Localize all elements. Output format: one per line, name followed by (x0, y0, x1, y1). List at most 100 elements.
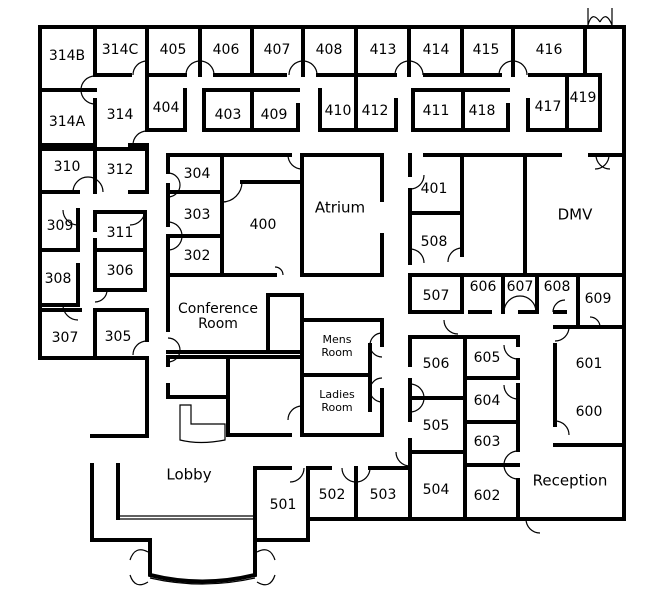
doors (62, 8, 613, 586)
room-dmv[interactable]: DMV (558, 206, 593, 224)
room-504[interactable]: 504 (423, 482, 450, 498)
walls (38, 25, 626, 542)
room-404[interactable]: 404 (153, 100, 180, 116)
room-306[interactable]: 306 (107, 263, 134, 279)
room-604[interactable]: 604 (474, 393, 501, 409)
reception-desk (179, 404, 226, 444)
room-ladies-line1[interactable]: Ladies (319, 388, 355, 401)
room-609[interactable]: 609 (585, 291, 612, 307)
door-swing (167, 337, 181, 363)
door-swing (503, 450, 519, 480)
room-417[interactable]: 417 (535, 99, 562, 115)
entrance-door-icon (129, 549, 276, 586)
room-lobby[interactable]: Lobby (166, 466, 211, 484)
room-601[interactable]: 601 (576, 356, 603, 372)
room-419[interactable]: 419 (570, 90, 597, 106)
door-swing (552, 299, 566, 313)
exterior-door-icon (587, 8, 613, 26)
room-506[interactable]: 506 (423, 356, 450, 372)
room-atrium[interactable]: Atrium (315, 199, 365, 217)
room-410[interactable]: 410 (325, 103, 352, 119)
room-314B[interactable]: 314B (49, 48, 85, 64)
door-swing (72, 176, 104, 193)
door-swing (554, 326, 570, 342)
door-swing (287, 154, 303, 170)
door-swing (498, 60, 528, 76)
door-swing (525, 518, 541, 534)
door-swing (274, 266, 284, 276)
room-600[interactable]: 600 (576, 404, 603, 420)
room-605[interactable]: 605 (474, 350, 501, 366)
room-labels: 314B 314C 405 406 407 408 413 414 415 41… (45, 42, 612, 513)
door-swing (443, 319, 459, 335)
room-412[interactable]: 412 (362, 103, 389, 119)
door-swing (503, 384, 519, 400)
room-507[interactable]: 507 (423, 288, 450, 304)
door-swing (80, 75, 96, 105)
door-swing (554, 420, 570, 436)
room-305[interactable]: 305 (105, 329, 132, 345)
room-411[interactable]: 411 (423, 103, 450, 119)
room-conference-line1[interactable]: Conference (178, 301, 258, 317)
door-swing (94, 289, 108, 303)
room-608[interactable]: 608 (544, 279, 571, 295)
room-407[interactable]: 407 (264, 42, 291, 58)
room-309[interactable]: 309 (47, 218, 74, 234)
door-swing (409, 383, 425, 413)
door-swing (503, 295, 537, 313)
room-304[interactable]: 304 (184, 166, 211, 182)
entrance-vestibule (148, 538, 257, 584)
room-302[interactable]: 302 (184, 248, 211, 264)
room-414[interactable]: 414 (423, 42, 450, 58)
door-swing (394, 60, 424, 76)
room-508[interactable]: 508 (421, 234, 448, 250)
door-swing (132, 60, 148, 76)
room-403[interactable]: 403 (215, 107, 242, 123)
room-606[interactable]: 606 (470, 279, 497, 295)
room-314A[interactable]: 314A (49, 114, 86, 130)
room-406[interactable]: 406 (213, 42, 240, 58)
room-reception[interactable]: Reception (533, 472, 608, 490)
room-308[interactable]: 308 (45, 271, 72, 287)
lobby-window (118, 515, 255, 520)
room-311[interactable]: 311 (107, 225, 134, 241)
door-swing (62, 209, 79, 226)
room-400[interactable]: 400 (250, 217, 277, 233)
room-401[interactable]: 401 (421, 181, 448, 197)
room-603[interactable]: 603 (474, 434, 501, 450)
room-314C[interactable]: 314C (102, 42, 139, 58)
room-416[interactable]: 416 (536, 42, 563, 58)
door-swing (185, 60, 215, 76)
door-swing (167, 221, 183, 251)
room-312[interactable]: 312 (107, 162, 134, 178)
room-ladies-line2[interactable]: Room (321, 401, 352, 414)
room-conference-line2[interactable]: Room (198, 316, 238, 332)
door-swing (594, 154, 610, 170)
room-310[interactable]: 310 (54, 159, 81, 175)
door-swing (287, 405, 303, 421)
door-swing (589, 316, 601, 328)
room-mens-line2[interactable]: Room (321, 346, 352, 359)
room-mens-line1[interactable]: Mens (323, 333, 352, 346)
room-409[interactable]: 409 (261, 107, 288, 123)
room-408[interactable]: 408 (316, 42, 343, 58)
room-418[interactable]: 418 (469, 103, 496, 119)
room-314[interactable]: 314 (107, 107, 134, 123)
room-607[interactable]: 607 (507, 279, 534, 295)
room-415[interactable]: 415 (473, 42, 500, 58)
room-502[interactable]: 502 (319, 487, 346, 503)
door-swing (221, 181, 243, 203)
door-swing (369, 332, 383, 358)
room-503[interactable]: 503 (370, 487, 397, 503)
room-505[interactable]: 505 (423, 418, 450, 434)
door-swing (409, 248, 425, 264)
room-307[interactable]: 307 (52, 330, 79, 346)
room-303[interactable]: 303 (184, 207, 211, 223)
door-swing (395, 451, 411, 467)
room-405[interactable]: 405 (160, 42, 187, 58)
room-501[interactable]: 501 (270, 497, 297, 513)
room-602[interactable]: 602 (474, 488, 501, 504)
room-413[interactable]: 413 (370, 42, 397, 58)
door-swing (503, 344, 519, 360)
